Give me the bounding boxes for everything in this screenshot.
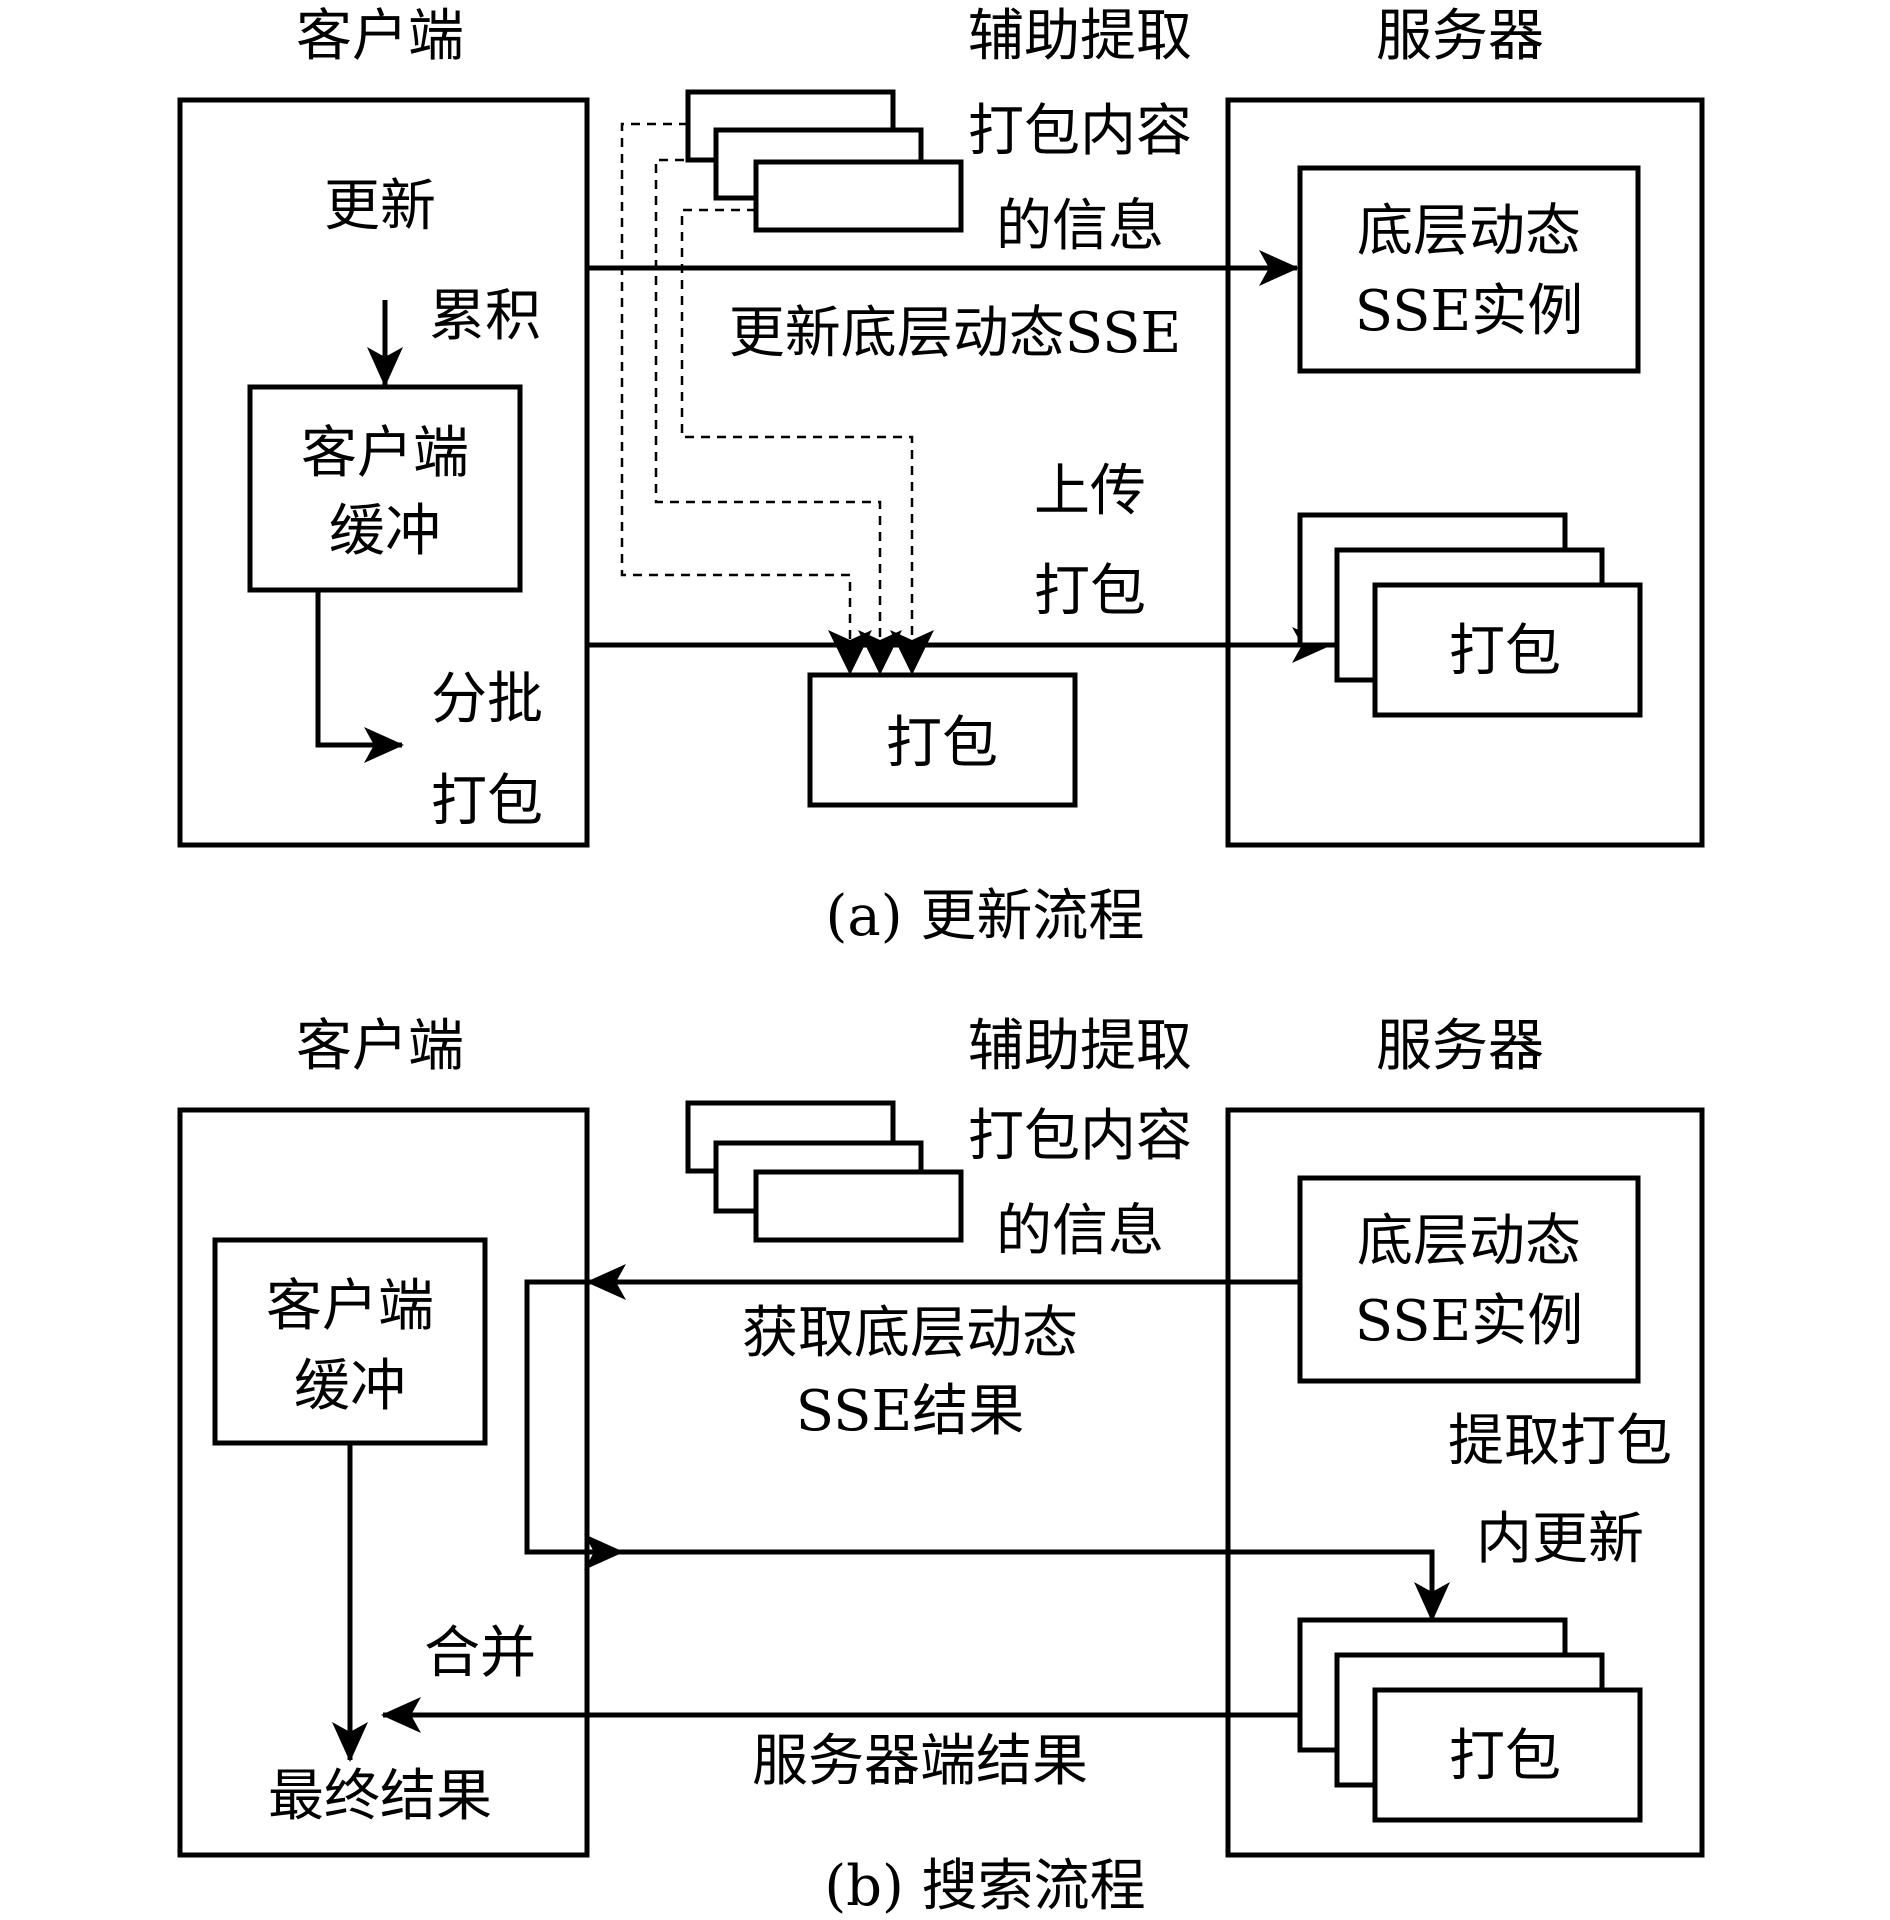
server-sse-box-b <box>1297 1175 1641 1384</box>
dashed-connector-2 <box>654 158 882 640</box>
server-pack-b-label: 打包 <box>1449 1724 1561 1789</box>
client-buffer-line1: 客户端 <box>301 421 469 486</box>
pack-arrowhead-3 <box>890 630 934 675</box>
helper-title-line1: 辅助提取 <box>968 4 1192 69</box>
extract-label-line2: 内更新 <box>1476 1507 1644 1572</box>
accumulate-label: 累积 <box>429 284 541 349</box>
server-sse-line2: SSE实例 <box>1355 279 1584 344</box>
loop-connector <box>524 1279 624 1570</box>
dashed-connector-1 <box>620 122 852 640</box>
extract-label-line1: 提取打包 <box>1448 1409 1672 1474</box>
caption-b: (b) 搜索流程 <box>824 1854 1145 1919</box>
panel-b: 客户端 辅助提取 打包内容 的信息 服务器 客户端 缓冲 底层动态 SSE实例 … <box>177 1014 1705 1919</box>
helper-title-line3: 的信息 <box>996 194 1164 259</box>
server-pack-3 <box>1372 582 1643 718</box>
client-buffer-line2: 缓冲 <box>329 499 441 564</box>
client-title-b: 客户端 <box>296 1014 464 1079</box>
helper-doc-b-3 <box>753 1169 964 1243</box>
caption-a: (a) 更新流程 <box>826 884 1145 949</box>
update-label: 更新 <box>324 174 436 239</box>
pack-arrowhead-2 <box>858 630 902 675</box>
helper-doc-3 <box>753 159 964 233</box>
client-buffer-b-line2: 缓冲 <box>294 1354 406 1419</box>
batch-label-line2: 打包 <box>431 769 543 834</box>
upload-label-line1: 上传 <box>1034 459 1146 524</box>
get-result-line1: 获取底层动态 <box>742 1301 1078 1366</box>
get-result-line2: SSE结果 <box>796 1379 1025 1444</box>
helper-title-b-line2: 打包内容 <box>968 1104 1192 1169</box>
helper-title-b-line1: 辅助提取 <box>968 1014 1192 1079</box>
merge-label: 合并 <box>424 1621 536 1686</box>
client-buffer-b-line1: 客户端 <box>266 1274 434 1339</box>
panel-a: 客户端 辅助提取 打包内容 的信息 服务器 更新 累积 客户端 缓冲 分批 打包… <box>177 4 1705 949</box>
final-result-label: 最终结果 <box>268 1764 492 1829</box>
client-buffer-box <box>247 384 523 593</box>
server-sse-box <box>1297 165 1641 374</box>
server-title: 服务器 <box>1376 4 1544 69</box>
helper-title-line2: 打包内容 <box>968 99 1192 164</box>
extract-arrow <box>622 1549 1450 1622</box>
server-pack-label: 打包 <box>1449 619 1561 684</box>
server-sse-b-line2: SSE实例 <box>1355 1289 1584 1354</box>
server-result-label: 服务器端结果 <box>752 1729 1088 1794</box>
batch-label-line1: 分批 <box>431 667 543 732</box>
server-sse-line1: 底层动态 <box>1357 199 1581 264</box>
batch-arrow <box>315 590 404 763</box>
pack-box <box>807 672 1078 808</box>
pack-arrowhead-1 <box>828 630 872 675</box>
client-title: 客户端 <box>296 4 464 69</box>
update-sse-label: 更新底层动态SSE <box>729 301 1182 366</box>
server-title-b: 服务器 <box>1376 1014 1544 1079</box>
dashed-connector-3 <box>680 208 914 640</box>
upload-label-line2: 打包 <box>1034 559 1146 624</box>
server-sse-b-line1: 底层动态 <box>1357 1209 1581 1274</box>
helper-title-b-line3: 的信息 <box>996 1199 1164 1264</box>
pack-label: 打包 <box>886 711 998 776</box>
server-pack-b-3 <box>1372 1687 1643 1823</box>
client-buffer-box-b <box>212 1237 488 1446</box>
